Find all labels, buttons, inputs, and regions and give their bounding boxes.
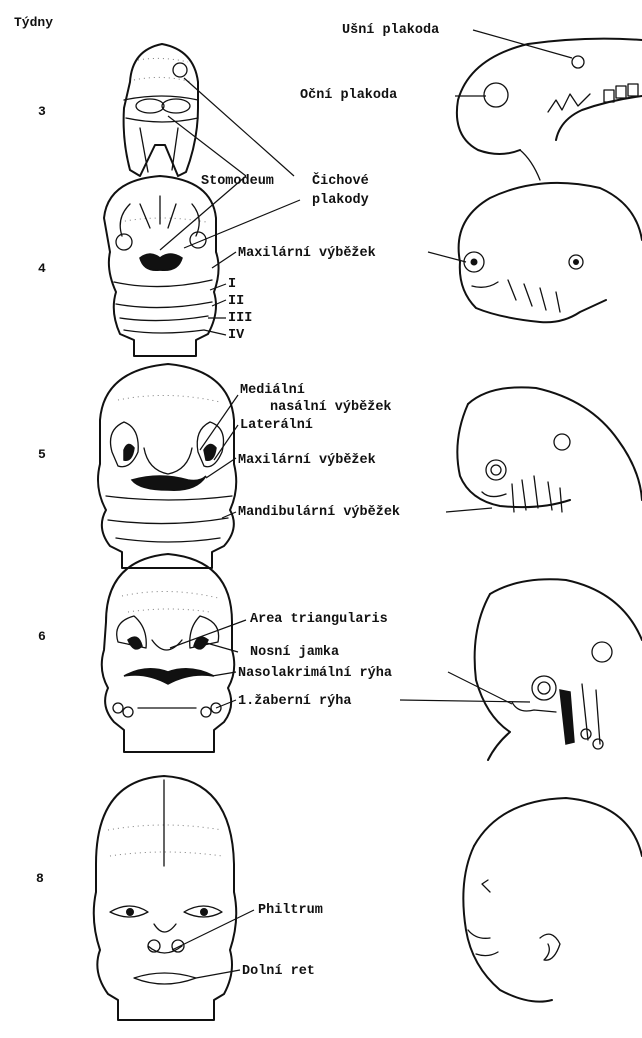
label-dolni-ret: Dolní ret <box>242 964 315 979</box>
week4-frontal-embryo <box>104 176 219 356</box>
label-pharyngeal-arch-1: I <box>228 277 236 292</box>
label-usni-plakoda: Ušní plakoda <box>342 23 439 38</box>
label-pharyngeal-arch-4: IV <box>228 328 245 343</box>
week-label-6: 6 <box>38 629 46 644</box>
week4-lateral-embryo <box>459 183 642 322</box>
label-medialni-line2: nasální výběžek <box>270 400 392 415</box>
label-philtrum: Philtrum <box>258 903 323 918</box>
label-cichove-plakody-line2: plakody <box>312 193 369 208</box>
label-area-triangularis: Area triangularis <box>250 612 388 627</box>
week5-frontal-embryo <box>98 364 236 568</box>
label-pharyngeal-arch-2: II <box>228 294 244 309</box>
week-label-8: 8 <box>36 871 44 886</box>
week-label-3: 3 <box>38 104 46 119</box>
label-mandibularni-vybezek: Mandibulární výběžek <box>238 505 400 520</box>
week-label-4: 4 <box>38 261 46 276</box>
week5-lateral-embryo <box>457 387 642 512</box>
week6-lateral-embryo <box>475 579 642 760</box>
labels: Ušní plakoda Oční plakoda Stomodeum Čich… <box>201 23 439 979</box>
label-nasolakrimalni-ryha: Nasolakrimální rýha <box>238 666 392 681</box>
label-nosni-jamka: Nosní jamka <box>250 645 339 660</box>
label-medialni-line1: Mediální <box>240 383 305 398</box>
label-maxilarni-vybezek-week4: Maxilární výběžek <box>238 246 376 261</box>
week8-lateral-embryo <box>463 798 642 1002</box>
label-cichove-plakody-line1: Čichové <box>312 173 369 189</box>
label-lateralni: Laterální <box>240 418 313 433</box>
label-stomodeum: Stomodeum <box>201 174 274 189</box>
leader-lines <box>160 30 572 978</box>
weeks-column-title: Týdny <box>14 15 53 30</box>
label-ocni-plakoda: Oční plakoda <box>300 88 397 103</box>
label-zaberni-ryha: 1.žaberní rýha <box>238 694 351 709</box>
week6-frontal-embryo <box>102 554 235 752</box>
label-maxilarni-vybezek-week5: Maxilární výběžek <box>238 453 376 468</box>
week-label-5: 5 <box>38 447 46 462</box>
label-pharyngeal-arch-3: III <box>228 311 252 326</box>
week3-lateral-embryo <box>457 39 642 180</box>
week8-frontal-embryo <box>94 776 237 1020</box>
week3-frontal-embryo <box>124 44 198 176</box>
